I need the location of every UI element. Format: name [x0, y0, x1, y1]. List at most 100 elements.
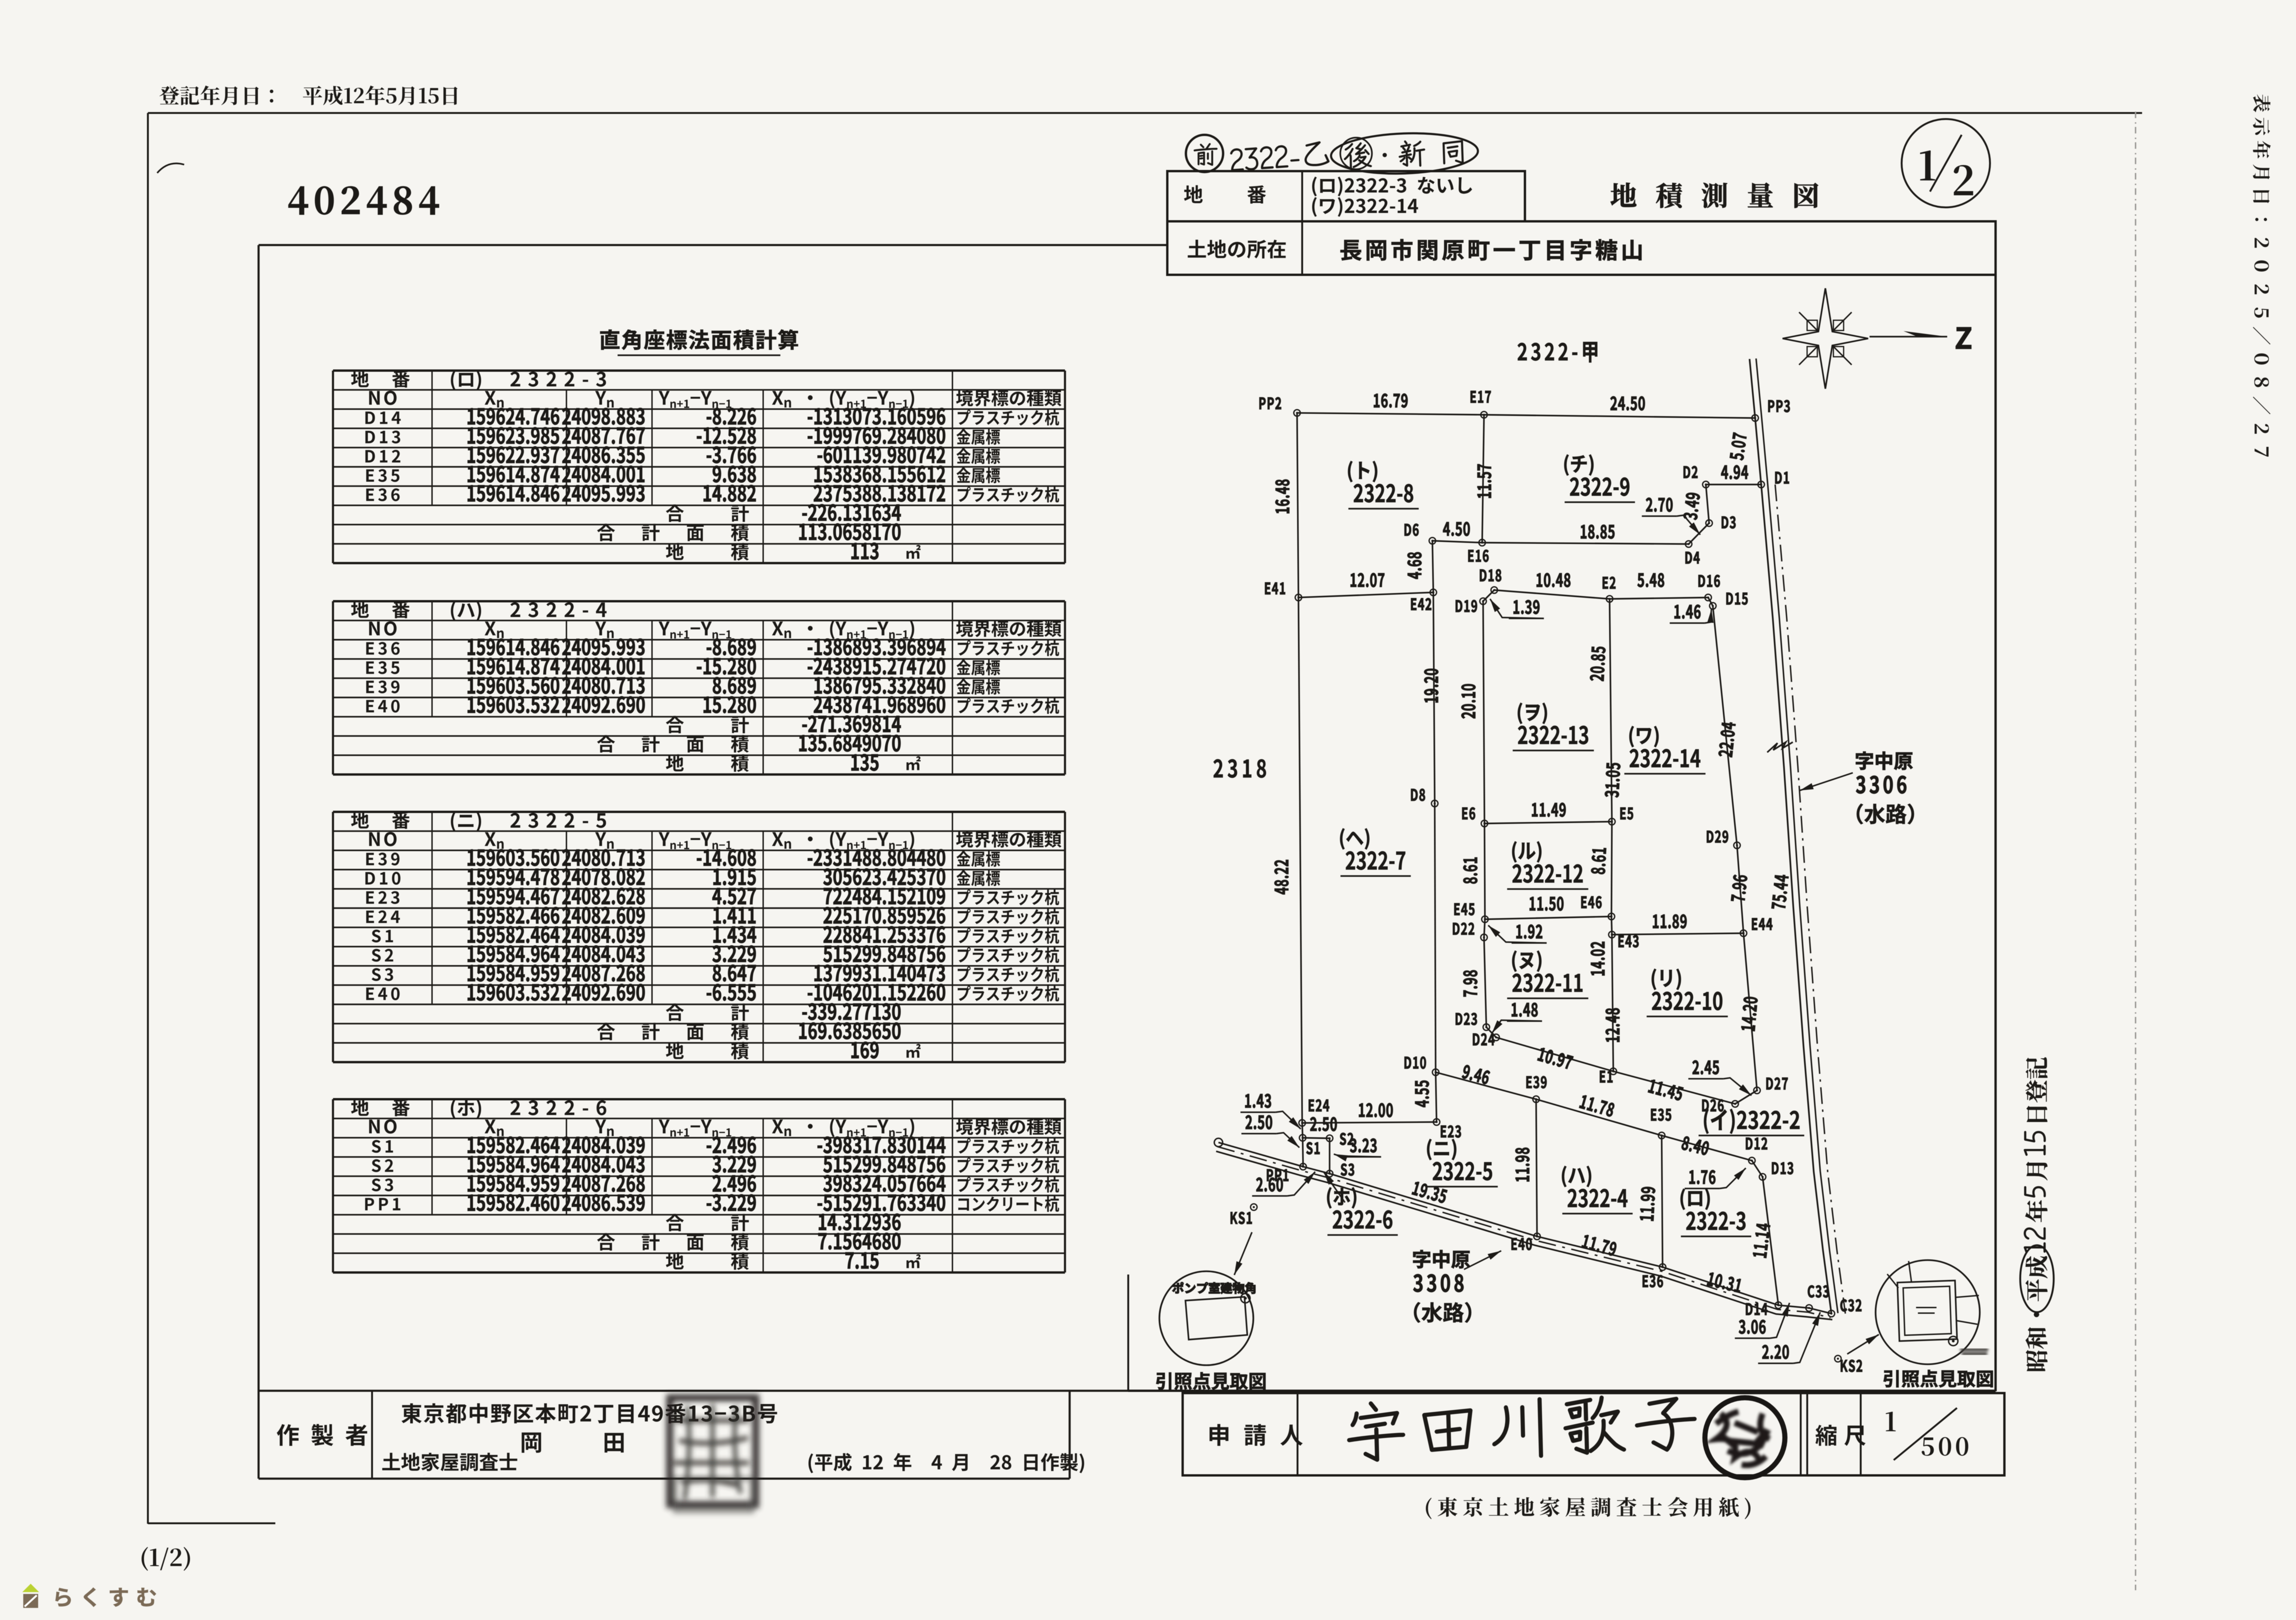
- glyph: [1471, 699, 1476, 703]
- glyph: [1443, 1162, 1453, 1181]
- cell-ydiff: [712, 1155, 756, 1173]
- glyph: [626, 983, 635, 1001]
- glyph: [737, 887, 746, 905]
- cell-ydiff: [706, 407, 757, 425]
- glyph: [1451, 532, 1454, 537]
- glyph: [1665, 497, 1673, 512]
- glyph: [843, 964, 852, 982]
- glyph: [1440, 1274, 1451, 1293]
- glyph: [616, 887, 626, 905]
- ref-sketch-label-right: [1883, 1369, 1993, 1388]
- glyph: [712, 407, 722, 425]
- glyph: [535, 1403, 556, 1424]
- point-label-C33: [1807, 1285, 1830, 1298]
- glyph: [1386, 484, 1396, 503]
- glyph: [1310, 1116, 1317, 1131]
- glyph: [1420, 1056, 1426, 1069]
- circle-shape: [1434, 1071, 1437, 1074]
- glyph: [903, 630, 908, 639]
- glyph: [467, 638, 476, 656]
- glyph: [366, 469, 374, 482]
- glyph: [365, 450, 375, 463]
- glyph: [1578, 725, 1589, 745]
- glyph: [860, 1041, 870, 1059]
- applicant-seal: [1702, 1395, 1788, 1481]
- glyph: [2255, 284, 2269, 294]
- glyph: [366, 186, 387, 215]
- glyph: [496, 465, 506, 483]
- glyph: [485, 621, 496, 636]
- glyph: [906, 544, 921, 559]
- glyph: [391, 891, 399, 904]
- glyph: [838, 1226, 842, 1231]
- glyph: [1590, 665, 1605, 674]
- glyph: [601, 945, 611, 963]
- glyph: [659, 1119, 670, 1134]
- glyph: [827, 1003, 837, 1021]
- glyph: [1031, 1138, 1043, 1154]
- glyph: [926, 906, 936, 924]
- glyph: [1730, 738, 1735, 742]
- glyph: [1244, 1094, 1251, 1108]
- glyph: [1571, 455, 1587, 473]
- glyph: [1017, 644, 1028, 657]
- glyph: [936, 983, 946, 1001]
- glyph: [1491, 1397, 1544, 1459]
- circle-shape: [1754, 417, 1757, 419]
- glyph: [1275, 507, 1290, 514]
- cell-marker-type: [956, 678, 1000, 695]
- glyph: [581, 1175, 591, 1192]
- glyph: [882, 1187, 886, 1192]
- glyph: [601, 926, 611, 943]
- glyph: [926, 849, 936, 867]
- point-label-KS1: [1230, 1211, 1252, 1225]
- glyph: [927, 983, 936, 1001]
- glyph: [515, 1175, 525, 1192]
- glyph: [971, 871, 985, 886]
- glyph: [727, 427, 737, 445]
- glyph: [496, 907, 505, 924]
- glyph: [1327, 1187, 1332, 1209]
- point-label-E42: [1411, 598, 1432, 611]
- glyph: [723, 957, 726, 963]
- cell-xn: [467, 926, 560, 943]
- circle-shape: [1483, 413, 1485, 416]
- glyph: [1514, 1497, 1534, 1516]
- glyph: [1045, 928, 1059, 944]
- table-row: [372, 1136, 1059, 1155]
- glyph: [1024, 1454, 1038, 1471]
- point-E2: [1602, 576, 1616, 603]
- glyph: [496, 945, 505, 963]
- glyph: [723, 938, 726, 943]
- glyph: [83, 1587, 96, 1607]
- glyph: [910, 620, 914, 639]
- glyph: [828, 1035, 832, 1040]
- glyph: [823, 868, 832, 886]
- glyph: [1312, 197, 1317, 217]
- glyph: [713, 907, 721, 924]
- glyph: [1649, 573, 1657, 587]
- glyph: [626, 696, 635, 714]
- glyph: [1244, 147, 1259, 171]
- glyph: [1524, 935, 1527, 939]
- glyph: [506, 657, 515, 675]
- table-row: [365, 407, 1059, 426]
- glyph: [703, 657, 712, 675]
- area-value: [845, 1252, 879, 1269]
- glyph: [506, 926, 515, 943]
- glyph: [572, 984, 581, 1001]
- glyph: [391, 488, 400, 501]
- glyph: [1558, 342, 1568, 361]
- glyph: [862, 696, 872, 713]
- glyph: [862, 465, 872, 483]
- glyph: [971, 679, 985, 695]
- adjacent-parcel-left: [1213, 759, 1266, 778]
- glyph: [559, 1404, 578, 1424]
- glyph: [1001, 1178, 1014, 1192]
- applicant-box: [1181, 1392, 2006, 1477]
- glyph: [1247, 185, 1266, 204]
- glyph: [1645, 583, 1649, 588]
- glyph: [1741, 465, 1749, 479]
- glyph: [1367, 851, 1377, 870]
- glyph: [926, 407, 936, 425]
